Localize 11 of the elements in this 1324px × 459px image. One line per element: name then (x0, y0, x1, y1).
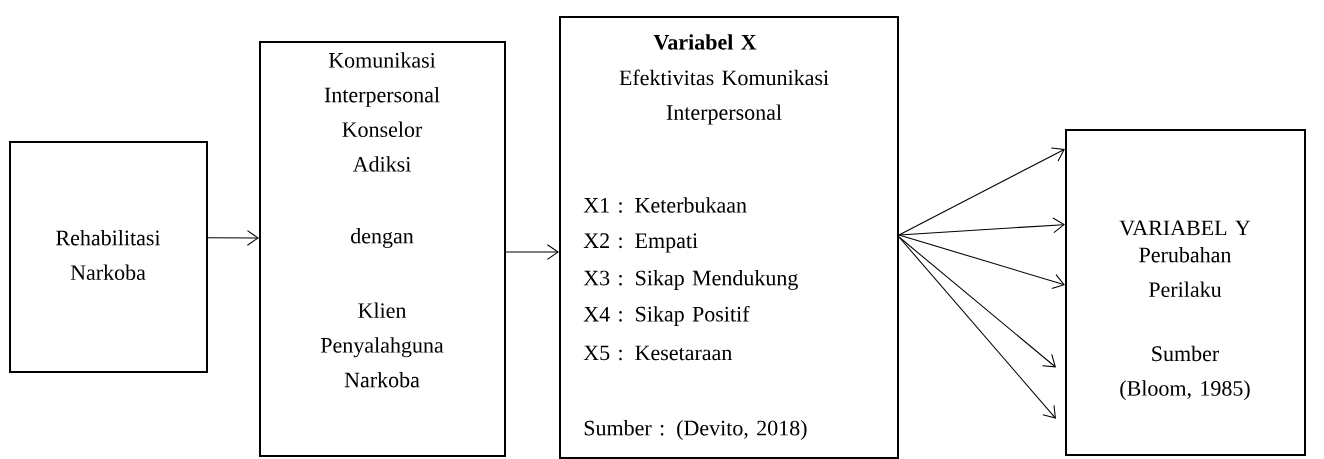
text-box: VARIABEL Y Perubahan Perilaku Sumber (Bloom, 1985) (1065, 129, 1306, 456)
text-box: Komunikasi Interpersonal Konselor Adiksi dengan Klien Penyalahguna Narkoba (259, 41, 506, 457)
arrow (898, 147, 1065, 236)
arrow (898, 236, 1056, 419)
text-box: Variabel X Efektivitas Komunikasi Interpersonal X1 : Keterbukaan X2 : Empati X3 : Sikap Mendukung X4 : Sikap Positif X5 : Kesetaraan Sumber : (Devito, 2018) (559, 16, 899, 459)
arrow (505, 244, 559, 260)
arrow (898, 234, 1065, 290)
arrow (207, 230, 259, 246)
arrow (898, 236, 1056, 368)
text-box: Rehabilitasi Narkoba (9, 141, 208, 373)
arrow (898, 217, 1065, 236)
